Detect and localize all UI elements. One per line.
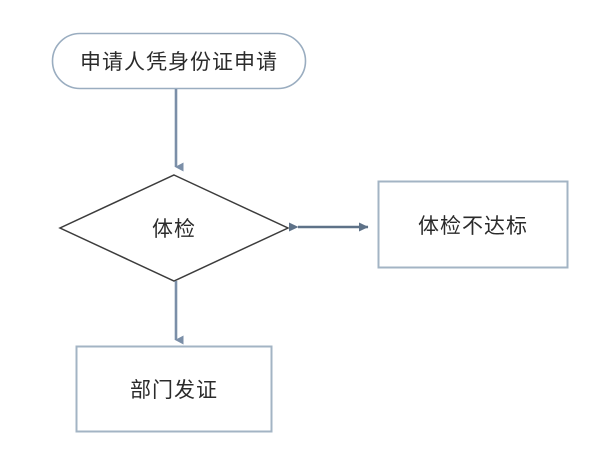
node-decision-shape[interactable]	[58, 174, 290, 282]
node-issue-shape[interactable]	[75, 345, 273, 433]
node-fail-shape[interactable]	[377, 180, 569, 269]
node-start-shape[interactable]	[51, 32, 307, 90]
